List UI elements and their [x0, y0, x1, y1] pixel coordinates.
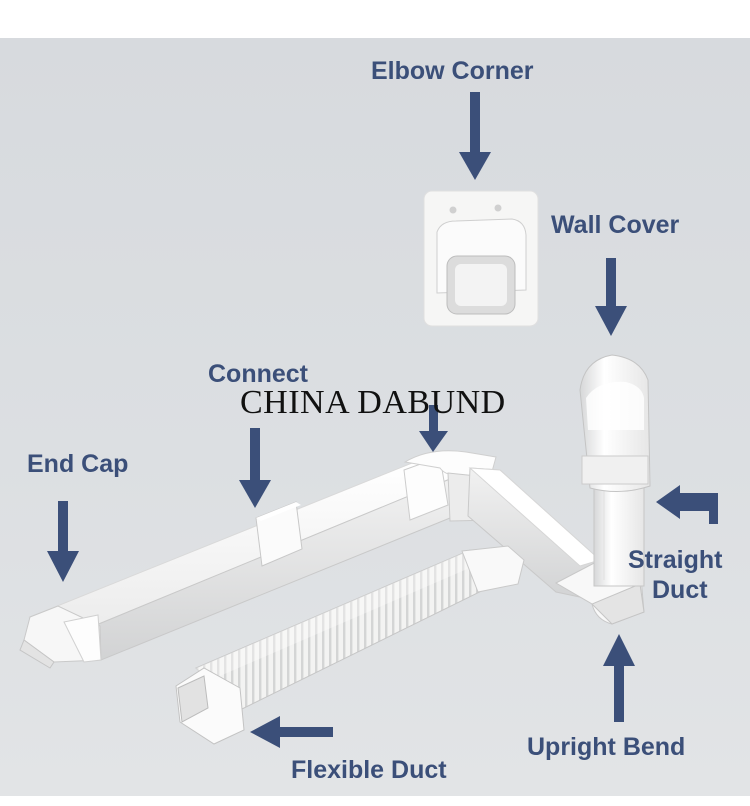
arrow-elbow-corner: [459, 92, 491, 180]
label-connect: Connect: [208, 360, 308, 388]
end-cap-part: [19, 605, 102, 669]
label-flexible-duct: Flexible Duct: [291, 756, 447, 784]
arrow-wall-cover: [595, 258, 627, 336]
straight-duct-vertical: [593, 477, 645, 587]
arrow-end-cap: [47, 501, 79, 582]
flexible-duct-part: [175, 545, 525, 745]
arrow-upright-bend: [603, 634, 635, 722]
label-wall-cover: Wall Cover: [551, 211, 680, 239]
arrow-connect-corner: [419, 405, 448, 452]
straight-duct-horizontal: [28, 456, 472, 661]
label-end-cap: End Cap: [27, 450, 129, 478]
label-elbow-corner: Elbow Corner: [371, 57, 534, 85]
straight-duct-diagonal: [467, 467, 645, 625]
label-straight-duct-line1: Straight: [628, 546, 723, 574]
label-straight-duct-line2: Duct: [652, 576, 708, 604]
wall-cover-part: [579, 354, 651, 492]
arrow-straight-duct: [656, 485, 718, 524]
arrow-connect: [239, 428, 271, 508]
arrow-flexible-duct: [250, 716, 333, 748]
brand-watermark: CHINA DABUND: [240, 384, 506, 421]
label-upright-bend: Upright Bend: [527, 733, 686, 761]
elbow-corner-part: [423, 190, 539, 327]
